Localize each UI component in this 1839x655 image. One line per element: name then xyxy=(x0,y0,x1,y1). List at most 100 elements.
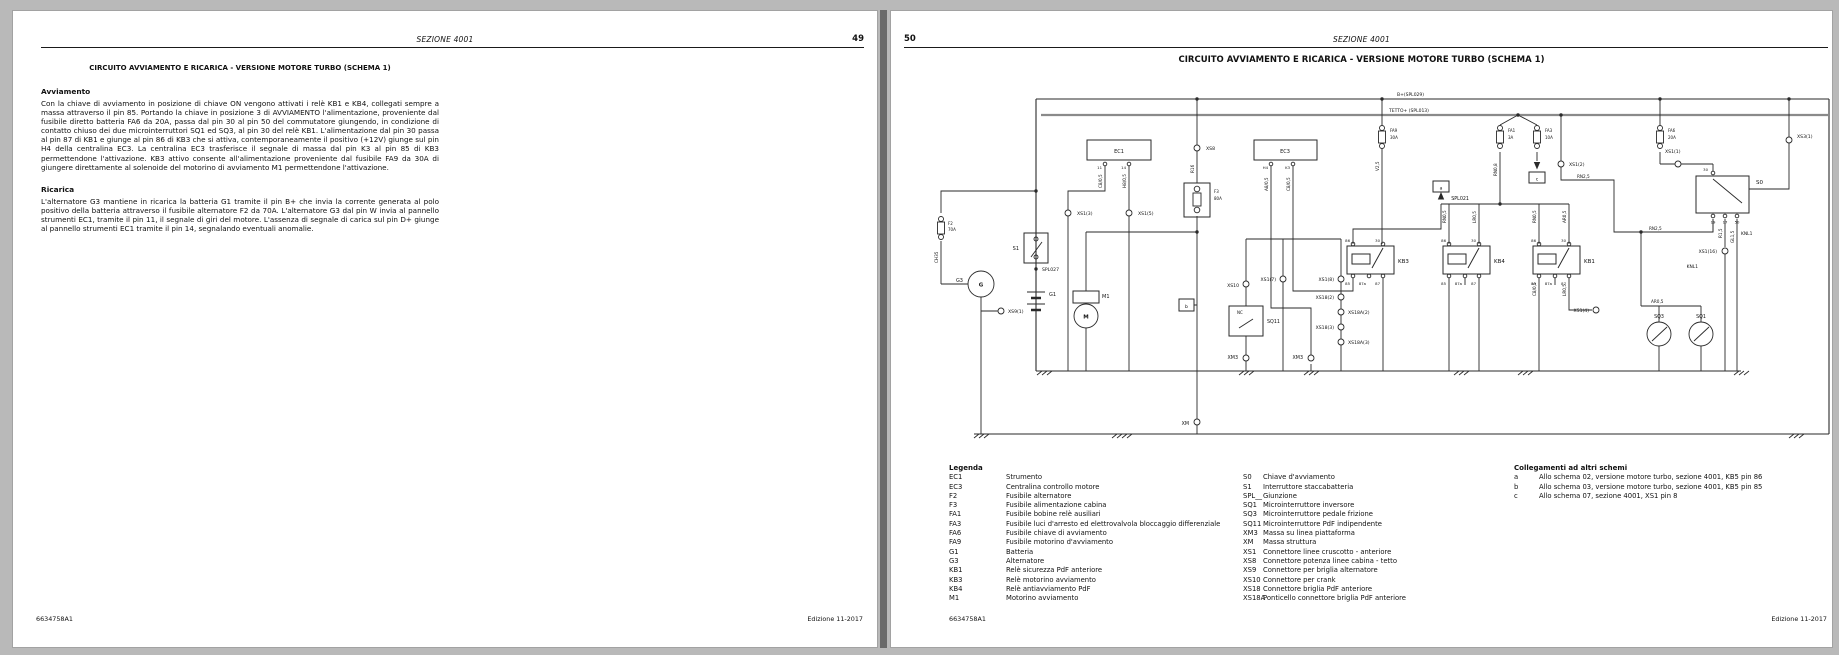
diagram-label: KB1 xyxy=(1584,259,1595,265)
starter-motor-symbol xyxy=(1073,303,1099,329)
diagram-label: EC3 xyxy=(1280,149,1290,155)
schema-arrows xyxy=(1437,162,1541,200)
diagram-label: FA6 xyxy=(1668,128,1676,133)
diagram-label: RN0,5 xyxy=(1532,210,1537,223)
diagram-label: b xyxy=(1185,304,1188,310)
legend-item-label: Motorino avviamento xyxy=(1006,594,1079,603)
switch-s1 xyxy=(1030,236,1043,260)
legend-item-label: Connettore per briglia alternatore xyxy=(1263,566,1378,575)
legend-item-label: Fusibile alimentazione cabina xyxy=(1006,501,1107,510)
legend-item-code: c xyxy=(1514,491,1518,500)
legend-item-label: Allo schema 03, versione motore turbo, s… xyxy=(1539,482,1763,491)
diagram-label: LR0,5 xyxy=(1562,284,1567,296)
diagram-label: C8/0,5 xyxy=(1532,282,1537,296)
legend-item-code: b xyxy=(1514,482,1519,491)
diagram-label: SPL027 xyxy=(1042,267,1059,273)
diagram-label: 85 xyxy=(1441,281,1446,286)
diagram-label: XM3 xyxy=(1293,355,1303,361)
diagram-label: XS1(1) xyxy=(1665,149,1681,155)
legend-item-code: XS18 xyxy=(1243,584,1261,593)
diagram-label: XS10 xyxy=(1227,283,1239,289)
diagram-label: 87a xyxy=(1455,281,1462,286)
legend-item-code: FA9 xyxy=(949,538,962,547)
footer-doc-code: 6634758A1 xyxy=(36,615,73,623)
diagram-label: M xyxy=(1083,315,1088,321)
legend-item-code: SQ1 xyxy=(1243,501,1257,510)
legend-item-code: XS9 xyxy=(1243,566,1257,575)
diagram-label: EC1 xyxy=(1114,149,1124,155)
diagram-label: XM xyxy=(1182,421,1189,427)
footer-edition: Edizione 11-2017 xyxy=(807,615,863,623)
relay-kb1 xyxy=(1532,245,1581,275)
legend-item-code: F2 xyxy=(949,491,958,500)
fuse-fa9 xyxy=(1378,125,1386,149)
legend-item: b Allo schema 03, versione motore turbo, … xyxy=(1514,483,1762,492)
diagram-label: XS18(3) xyxy=(1316,325,1335,331)
diagram-label: K3 xyxy=(1285,165,1290,170)
battery-symbol xyxy=(1027,291,1045,312)
component-boxes xyxy=(1023,139,1750,337)
alternator-symbol xyxy=(967,270,995,298)
diagram-label: 14 xyxy=(1121,165,1126,170)
legend-item-label: Fusibile chiave di avviamento xyxy=(1006,529,1107,538)
diagram-label: GL1,5 xyxy=(1730,230,1735,243)
diagram-label: 30 xyxy=(1471,238,1476,243)
diagram-label: AR0,5 xyxy=(1651,299,1664,304)
page-50: 50 SEZIONE 4001 CIRCUITO AVVIAMENTO E RI… xyxy=(890,10,1833,648)
fuse-f3 xyxy=(1192,185,1202,214)
header-rule xyxy=(41,47,864,48)
diagram-label: C8/0,5 xyxy=(1286,177,1291,191)
legend-item-label: Fusibile alternatore xyxy=(1006,491,1072,500)
legend-item-label: Alternatore xyxy=(1006,556,1045,565)
diagram-label: KB3 xyxy=(1398,259,1409,265)
diagram-label: C8/0,5 xyxy=(1098,174,1103,188)
legend-item-code: XS1 xyxy=(1243,547,1257,556)
diagram-label: XM3 xyxy=(1228,355,1238,361)
diagram-label: SPL021 xyxy=(1451,196,1469,202)
diagram-label: F2 xyxy=(948,221,953,226)
diagram-label: XS9(1) xyxy=(1008,309,1024,315)
diagram-label: KB4 xyxy=(1494,259,1505,265)
diagram-label: CH35 xyxy=(934,251,939,263)
legend-item-label: Microinterruttore inversore xyxy=(1263,501,1355,510)
legend-item-label: Massa struttura xyxy=(1263,538,1317,547)
legend-item-label: Connettore per crank xyxy=(1263,575,1336,584)
wiring-diagram: B+(SPL029)TETTO+ (SPL013)EC1EC3XS8XS1(3)… xyxy=(934,92,1830,439)
header-rule xyxy=(904,47,1828,48)
diagram-label: S0 xyxy=(1756,180,1763,186)
legend-heading: Legenda xyxy=(949,464,983,472)
diagram-label: TETTO+ (SPL013) xyxy=(1388,108,1429,114)
legend-item-label: Centralina controllo motore xyxy=(1006,482,1100,491)
legend-item-label: Connettore linee cruscotto - anteriore xyxy=(1263,547,1392,556)
legend-item: XS1 Connettore linee cruscotto - anterior… xyxy=(1243,548,1406,557)
diagram-label: FA1 xyxy=(1508,128,1516,133)
legend-item-label: Fusibile motorino d'avviamento xyxy=(1006,538,1114,547)
legend-item-code: G3 xyxy=(949,556,959,565)
legend-item-code: KB4 xyxy=(949,584,963,593)
legend-item: FA9 Fusibile motorino d'avviamento xyxy=(949,538,1220,547)
legend-item-label: Connettore potenza linee cabina - tetto xyxy=(1263,556,1397,565)
diagram-label: XS1(16) xyxy=(1699,249,1718,255)
fuse-fa3 xyxy=(1533,125,1541,149)
diagram-label: 17 xyxy=(1723,220,1728,225)
diagram-label: 86 xyxy=(1441,238,1446,243)
diagram-label: XS1(4) xyxy=(1574,308,1590,314)
diagram-label: 50 xyxy=(1735,220,1740,225)
legend-item-code: XM xyxy=(1243,538,1254,547)
diagram-label: V2,5 xyxy=(1375,161,1380,171)
diagram-label: SQ3 xyxy=(1654,314,1664,320)
diagram-label: 87a xyxy=(1359,281,1366,286)
legend-item-code: SPL__ xyxy=(1243,491,1262,500)
legend-item-label: Interruttore staccabatteria xyxy=(1263,482,1354,491)
legend-item-label: Connettore briglia PdF anteriore xyxy=(1263,584,1373,593)
component-symbols xyxy=(937,97,1805,439)
